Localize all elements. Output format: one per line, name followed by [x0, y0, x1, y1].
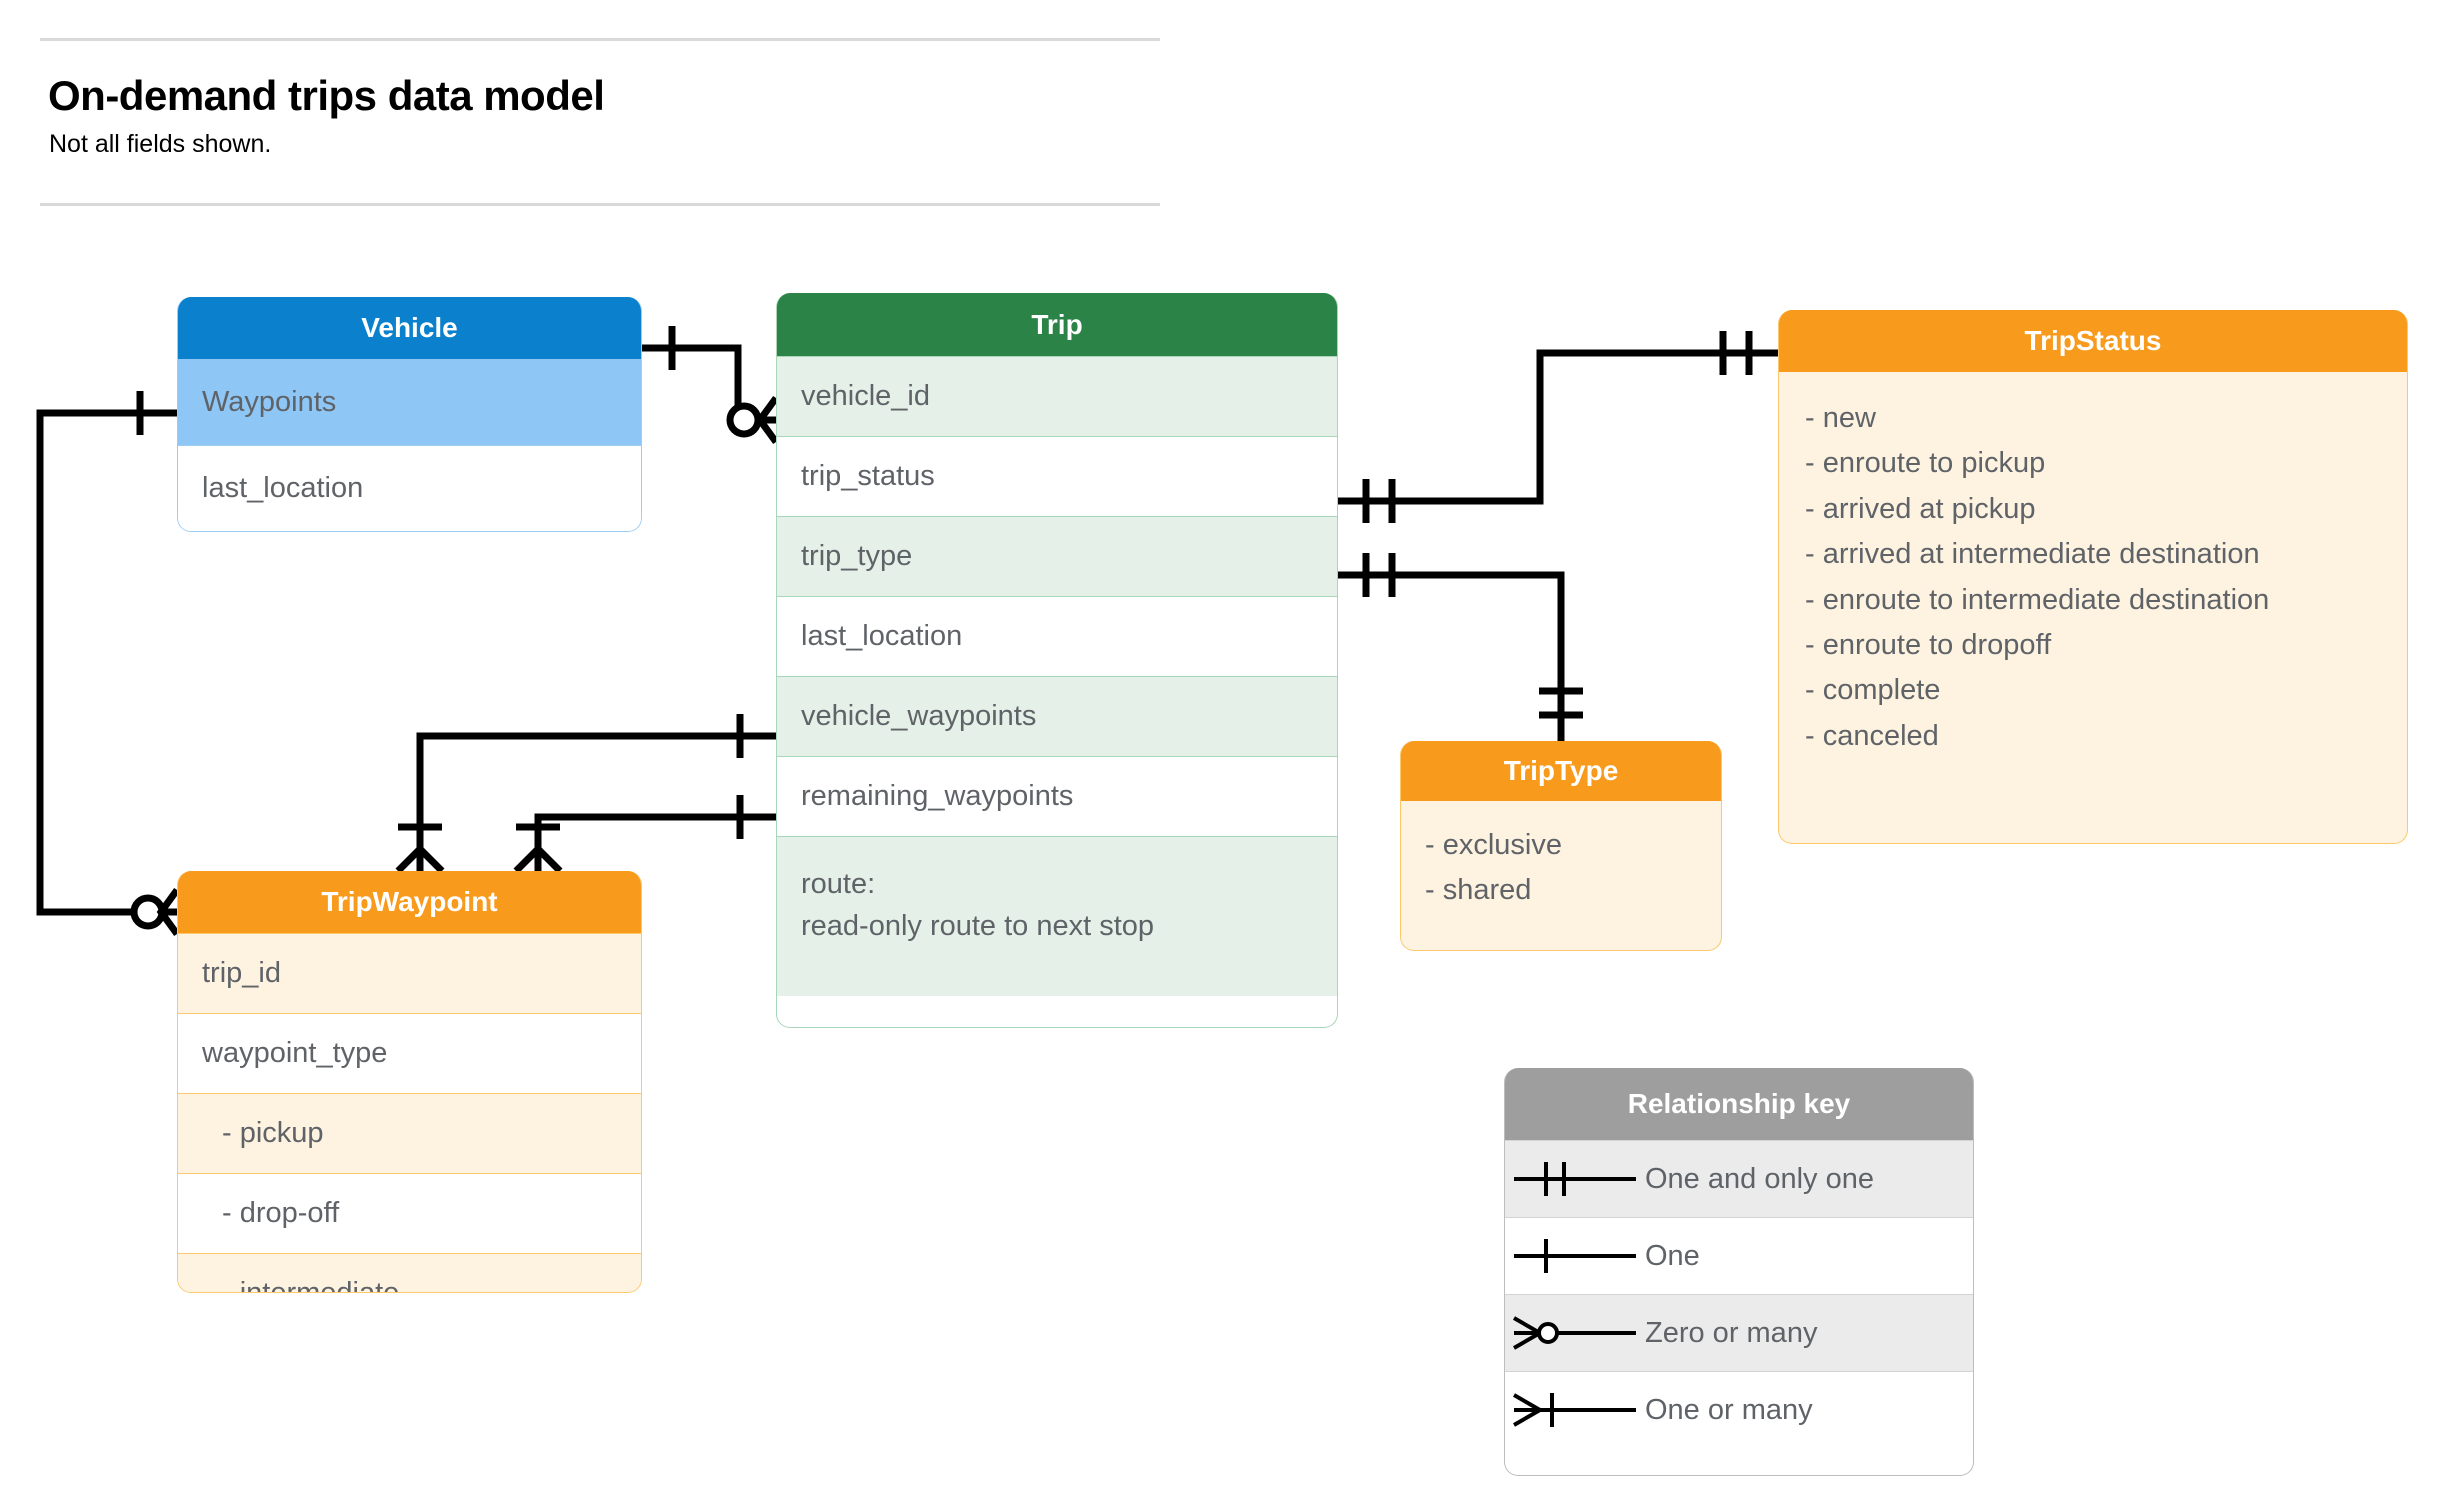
- entity-tripstatus-value-enroute-pickup: - enroute to pickup: [1805, 447, 2046, 480]
- entity-triptype-values: - exclusive - shared: [1401, 801, 1721, 913]
- entity-tripstatus-value-arrived-pickup: - arrived at pickup: [1805, 492, 2036, 525]
- header-divider-bottom: [40, 203, 1160, 206]
- entity-tripstatus[interactable]: TripStatus - new - enroute to pickup - a…: [1778, 310, 2408, 844]
- entity-triptype-title: TripType: [1401, 741, 1721, 801]
- legend-label-zero-or-many: Zero or many: [1645, 1316, 1818, 1349]
- header-divider-top: [40, 38, 1160, 41]
- page-subtitle: Not all fields shown.: [49, 130, 272, 158]
- entity-tripstatus-title: TripStatus: [1779, 310, 2407, 372]
- entity-tripwaypoint[interactable]: TripWaypoint trip_id waypoint_type - pic…: [177, 871, 642, 1293]
- legend-row-one-or-many: One or many: [1505, 1371, 1973, 1448]
- entity-tripwaypoint-value-intermediate[interactable]: - intermediate: [178, 1253, 641, 1292]
- one-and-only-one-icon: [1505, 1156, 1645, 1202]
- entity-trip-field-trip-status[interactable]: trip_status: [777, 436, 1337, 516]
- entity-triptype-value-shared: - shared: [1425, 873, 1532, 906]
- connector-trip-tripstatus: [1338, 349, 1778, 505]
- entity-trip-field-vehicle-waypoints[interactable]: vehicle_waypoints: [777, 676, 1337, 756]
- entity-tripwaypoint-title: TripWaypoint: [178, 871, 641, 933]
- relationship-key-title: Relationship key: [1505, 1068, 1973, 1140]
- entity-tripstatus-value-arrived-intermediate: - arrived at intermediate destination: [1805, 538, 2260, 571]
- entity-vehicle-title: Vehicle: [178, 297, 641, 359]
- one-or-many-icon: [1505, 1387, 1645, 1433]
- legend-label-one-and-only-one: One and only one: [1645, 1162, 1874, 1195]
- legend-row-zero-or-many: Zero or many: [1505, 1294, 1973, 1371]
- entity-trip-field-remaining-waypoints[interactable]: remaining_waypoints: [777, 756, 1337, 836]
- entity-tripstatus-value-new: - new: [1805, 402, 1876, 434]
- legend-label-one: One: [1645, 1239, 1700, 1272]
- legend-row-one-and-only-one: One and only one: [1505, 1140, 1973, 1217]
- entity-triptype[interactable]: TripType - exclusive - shared: [1400, 741, 1722, 951]
- entity-tripstatus-values: - new - enroute to pickup - arrived at p…: [1779, 372, 2407, 759]
- entity-trip-title: Trip: [777, 293, 1337, 356]
- entity-trip-field-trip-type[interactable]: trip_type: [777, 516, 1337, 596]
- connector-trip-vehiclewaypoints-tripwaypoint: [416, 732, 776, 871]
- entity-tripwaypoint-field-trip-id[interactable]: trip_id: [178, 933, 641, 1013]
- entity-tripwaypoint-field-waypoint-type[interactable]: waypoint_type: [178, 1013, 641, 1093]
- entity-tripwaypoint-value-pickup[interactable]: - pickup: [178, 1093, 641, 1173]
- entity-vehicle-field-last-location[interactable]: last_location: [178, 445, 641, 531]
- zero-or-many-icon: [1505, 1310, 1645, 1356]
- legend-label-one-or-many: One or many: [1645, 1393, 1813, 1426]
- entity-tripstatus-value-enroute-intermediate: - enroute to intermediate destination: [1805, 583, 2270, 616]
- legend-row-one: One: [1505, 1217, 1973, 1294]
- connector-vehicle-waypoints-tripwaypoint: [36, 409, 177, 916]
- entity-vehicle[interactable]: Vehicle Waypoints last_location: [177, 297, 642, 532]
- page-title: On-demand trips data model: [48, 72, 605, 119]
- entity-trip-route-label: route:: [801, 868, 876, 900]
- connector-trip-remainingwaypoints-tripwaypoint: [534, 813, 776, 871]
- entity-triptype-value-exclusive: - exclusive: [1425, 829, 1562, 861]
- entity-trip[interactable]: Trip vehicle_id trip_status trip_type la…: [776, 293, 1338, 1028]
- entity-trip-field-route[interactable]: route: read-only route to next stop: [777, 836, 1337, 996]
- entity-trip-field-vehicle-id[interactable]: vehicle_id: [777, 356, 1337, 436]
- entity-trip-route-description: read-only route to next stop: [801, 910, 1155, 943]
- connector-trip-triptype: [1338, 571, 1565, 741]
- entity-vehicle-field-waypoints[interactable]: Waypoints: [178, 359, 641, 445]
- entity-tripstatus-value-enroute-dropoff: - enroute to dropoff: [1805, 628, 2052, 661]
- entity-trip-field-last-location[interactable]: last_location: [777, 596, 1337, 676]
- entity-tripstatus-value-complete: - complete: [1805, 674, 1941, 707]
- relationship-key-legend: Relationship key One and only one: [1504, 1068, 1974, 1476]
- entity-tripwaypoint-value-dropoff[interactable]: - drop-off: [178, 1173, 641, 1253]
- one-icon: [1505, 1233, 1645, 1279]
- connector-vehicle-trip: [642, 344, 776, 424]
- entity-tripstatus-value-canceled: - canceled: [1805, 719, 1939, 752]
